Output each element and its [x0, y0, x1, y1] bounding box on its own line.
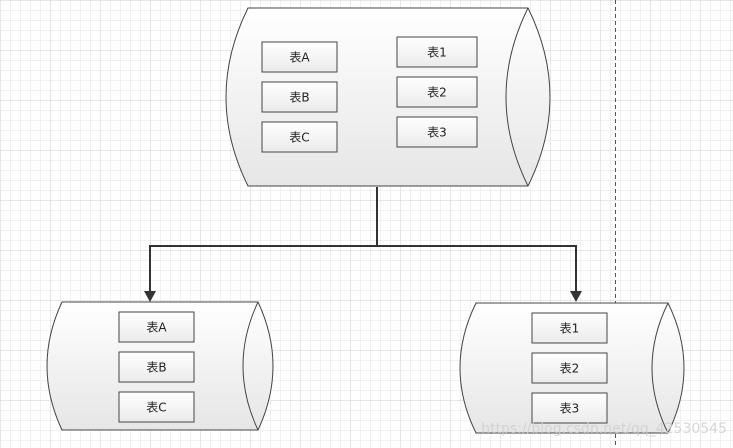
table-box[interactable]: 表1 — [531, 312, 608, 344]
table-label: 表1 — [427, 46, 447, 60]
table-label: 表2 — [560, 362, 580, 376]
table-box[interactable]: 表C — [118, 391, 195, 423]
table-label: 表C — [146, 401, 166, 415]
top-database-right-tables: 表1 表2 表3 — [396, 36, 478, 148]
connector-line-right — [377, 245, 577, 292]
table-label: 表B — [146, 361, 166, 375]
top-database-left-tables: 表A 表B 表C — [261, 41, 338, 153]
arrowhead-left — [144, 291, 156, 302]
connector-line-left — [149, 187, 378, 292]
table-box[interactable]: 表C — [261, 121, 338, 153]
table-box[interactable]: 表B — [118, 351, 195, 383]
table-label: 表C — [289, 131, 309, 145]
table-box[interactable]: 表2 — [531, 352, 608, 384]
table-box[interactable]: 表A — [118, 311, 195, 343]
top-database[interactable]: 表A 表B 表C 表1 表2 表3 — [225, 7, 551, 187]
bottom-right-database-end-cap — [651, 302, 669, 434]
table-box[interactable]: 表2 — [396, 76, 478, 108]
table-label: 表3 — [427, 126, 447, 140]
table-label: 表1 — [560, 322, 580, 336]
watermark-text: https://blog.csdn.net/qq_42530545 — [481, 421, 727, 437]
table-box[interactable]: 表3 — [531, 392, 608, 424]
table-box[interactable]: 表3 — [396, 116, 478, 148]
table-box[interactable]: 表B — [261, 81, 338, 113]
table-box[interactable]: 表A — [261, 41, 338, 73]
table-label: 表B — [289, 91, 309, 105]
table-box[interactable]: 表1 — [396, 36, 478, 68]
table-label: 表A — [289, 51, 310, 65]
bottom-left-database-end-cap — [242, 301, 259, 431]
table-label: 表2 — [427, 86, 447, 100]
split-connector — [144, 187, 582, 302]
arrowhead-right — [570, 291, 582, 302]
table-label: 表3 — [560, 402, 580, 416]
bottom-left-database[interactable]: 表A 表B 表C — [46, 301, 274, 431]
top-database-end-cap — [505, 7, 529, 187]
table-label: 表A — [146, 321, 167, 335]
bottom-right-database[interactable]: 表1 表2 表3 — [459, 302, 685, 434]
